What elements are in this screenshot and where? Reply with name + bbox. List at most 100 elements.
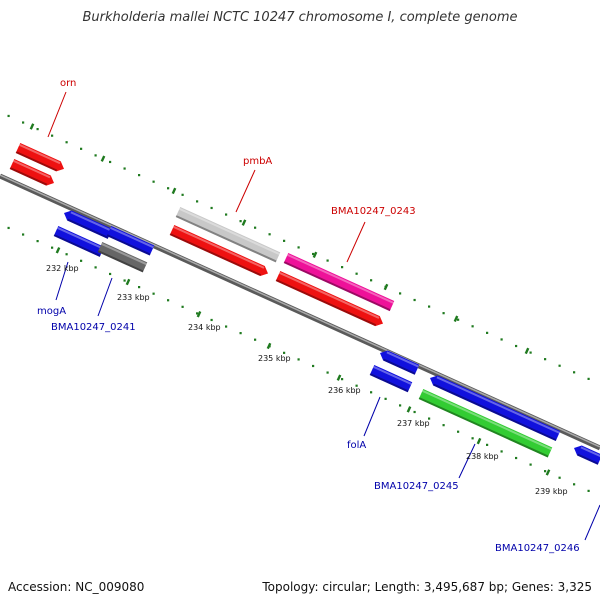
outer-tick-row-dot (587, 377, 590, 380)
outer-tick-row-major-tick (312, 251, 318, 259)
outer-tick-row-dot (167, 187, 170, 190)
inner-tick-row-dot (341, 378, 344, 381)
feature-pmbA-shadow (169, 233, 262, 277)
inner-tick-row-dot (399, 404, 402, 407)
feature-orn-lower-shadow (9, 167, 48, 186)
inner-tick-row-dot (471, 437, 474, 440)
outer-tick-row-major-tick (241, 219, 247, 226)
inner-tick-row-dot (587, 489, 590, 492)
feature-bma0243-magenta-shape (283, 252, 395, 312)
outer-tick-row-dot (544, 358, 547, 361)
feature-bma0246[interactable] (572, 443, 600, 465)
feature-bma0245-blue-shape (430, 375, 561, 442)
outer-tick-row-dot (457, 318, 460, 321)
outer-tick-row-dot (442, 312, 445, 315)
feature-folA-upper-shadow (383, 358, 416, 375)
inner-tick-row-dot (123, 279, 126, 282)
accession-text: Accession: NC_009080 (8, 580, 145, 594)
inner-tick-row-dot (515, 456, 518, 460)
inner-tick-row-major-tick (266, 342, 272, 350)
outer-tick-row-dot (36, 128, 39, 131)
feature-bma0241-blue[interactable] (106, 225, 155, 256)
feature-bma0246-shape (574, 445, 600, 465)
feature-bma0243-magenta-shadow (283, 261, 391, 312)
feature-folA-upper-highlight (386, 351, 419, 368)
pointer-bma0243 (346, 221, 366, 263)
gene-label-pmbA: pmbA (243, 156, 272, 167)
feature-pmbA-gray-shadow (175, 215, 277, 263)
gene-label-bma0245: BMA10247_0245 (374, 481, 459, 492)
inner-tick-row-dot (413, 410, 416, 414)
feature-bma0246-shadow (577, 453, 599, 465)
scale-label-237: 237 kbp (397, 419, 430, 428)
inner-tick-row-dot (94, 266, 97, 269)
inner-tick-row-dot (181, 305, 184, 308)
outer-tick-row-dot (94, 154, 97, 157)
inner-tick-row-dot (500, 450, 503, 453)
feature-mogA-upper-shadow (67, 218, 109, 239)
feature-orn-lower-highlight (13, 159, 51, 179)
feature-bma0245-blue-highlight (436, 376, 560, 434)
inner-tick-row-dot (239, 332, 242, 335)
inner-tick-row-dot (384, 397, 387, 400)
gene-label-bma0246: BMA10247_0246 (495, 543, 580, 554)
feature-pmbA-gray[interactable] (175, 206, 281, 263)
feature-bma0241-gray[interactable] (97, 241, 148, 273)
outer-tick-row-dot (239, 220, 242, 223)
feature-mogA-upper[interactable] (62, 208, 113, 239)
topology-text: Topology: circular; Length: 3,495,687 bp… (262, 580, 592, 594)
feature-bma0245-blue[interactable] (428, 373, 561, 442)
outer-tick-row-major-tick (100, 155, 106, 162)
feature-bma0243-magenta[interactable] (283, 252, 395, 312)
inner-tick-row-dot (283, 351, 286, 354)
feature-bma0243-shadow (275, 279, 377, 327)
inner-tick-row-dot (558, 476, 561, 479)
inner-tick-row-dot (65, 253, 68, 256)
feature-folA-upper[interactable] (378, 348, 420, 375)
feature-folA-upper-shape (380, 350, 420, 375)
outer-tick-row-dot (428, 305, 431, 308)
feature-bma0243-magenta-highlight (287, 253, 394, 304)
inner-tick-row-dot (196, 312, 199, 315)
inner-tick-row-dot (109, 272, 112, 276)
pointer-bma0245 (458, 443, 476, 479)
feature-mogA[interactable] (53, 225, 105, 257)
outer-tick-row-dot (268, 233, 271, 236)
outer-tick-row-dot (65, 141, 68, 144)
outer-tick-row-dot (326, 259, 329, 262)
inner-tick-row-dot (22, 233, 25, 236)
outer-tick-row-dot (7, 114, 10, 118)
outer-tick-row-major-tick (453, 315, 459, 322)
inner-tick-row-dot (51, 246, 54, 249)
feature-folA[interactable] (369, 364, 413, 393)
pointer-bma0246 (584, 504, 600, 541)
outer-tick-row-dot (312, 252, 315, 256)
inner-tick-row-dot (167, 299, 170, 302)
feature-pmbA-shape (169, 224, 268, 277)
feature-mogA-upper-shape (64, 210, 113, 239)
inner-tick-row-dot (36, 240, 39, 243)
feature-pmbA-gray-highlight (179, 207, 280, 256)
feature-orn-upper[interactable] (15, 142, 67, 174)
inner-tick-row-dot (370, 391, 373, 394)
feature-orn-upper-shadow (15, 151, 58, 172)
pointer-bma0241 (97, 277, 113, 317)
outer-tick-row-major-tick (171, 187, 177, 195)
feature-bma0241-gray-highlight (101, 242, 147, 266)
feature-pmbA[interactable] (169, 224, 271, 279)
inner-tick-row-dot (355, 384, 358, 387)
inner-tick-row-major-tick (55, 247, 61, 254)
feature-bma0245-green-shadow (418, 397, 549, 458)
scale-label-233: 233 kbp (117, 293, 150, 302)
feature-orn-lower[interactable] (9, 158, 57, 188)
scale-label-234: 234 kbp (188, 323, 221, 332)
feature-bma0245-green[interactable] (418, 388, 553, 458)
feature-bma0243[interactable] (275, 270, 386, 329)
inner-tick-row-dot (312, 364, 315, 368)
inner-tick-row-major-tick (545, 469, 551, 476)
outer-tick-row-dot (341, 266, 344, 269)
outer-tick-row-dot (413, 298, 416, 302)
outer-tick-row-major-tick (524, 347, 530, 355)
feature-bma0245-green-shape (418, 388, 553, 458)
outer-tick-row-dot (22, 121, 25, 124)
